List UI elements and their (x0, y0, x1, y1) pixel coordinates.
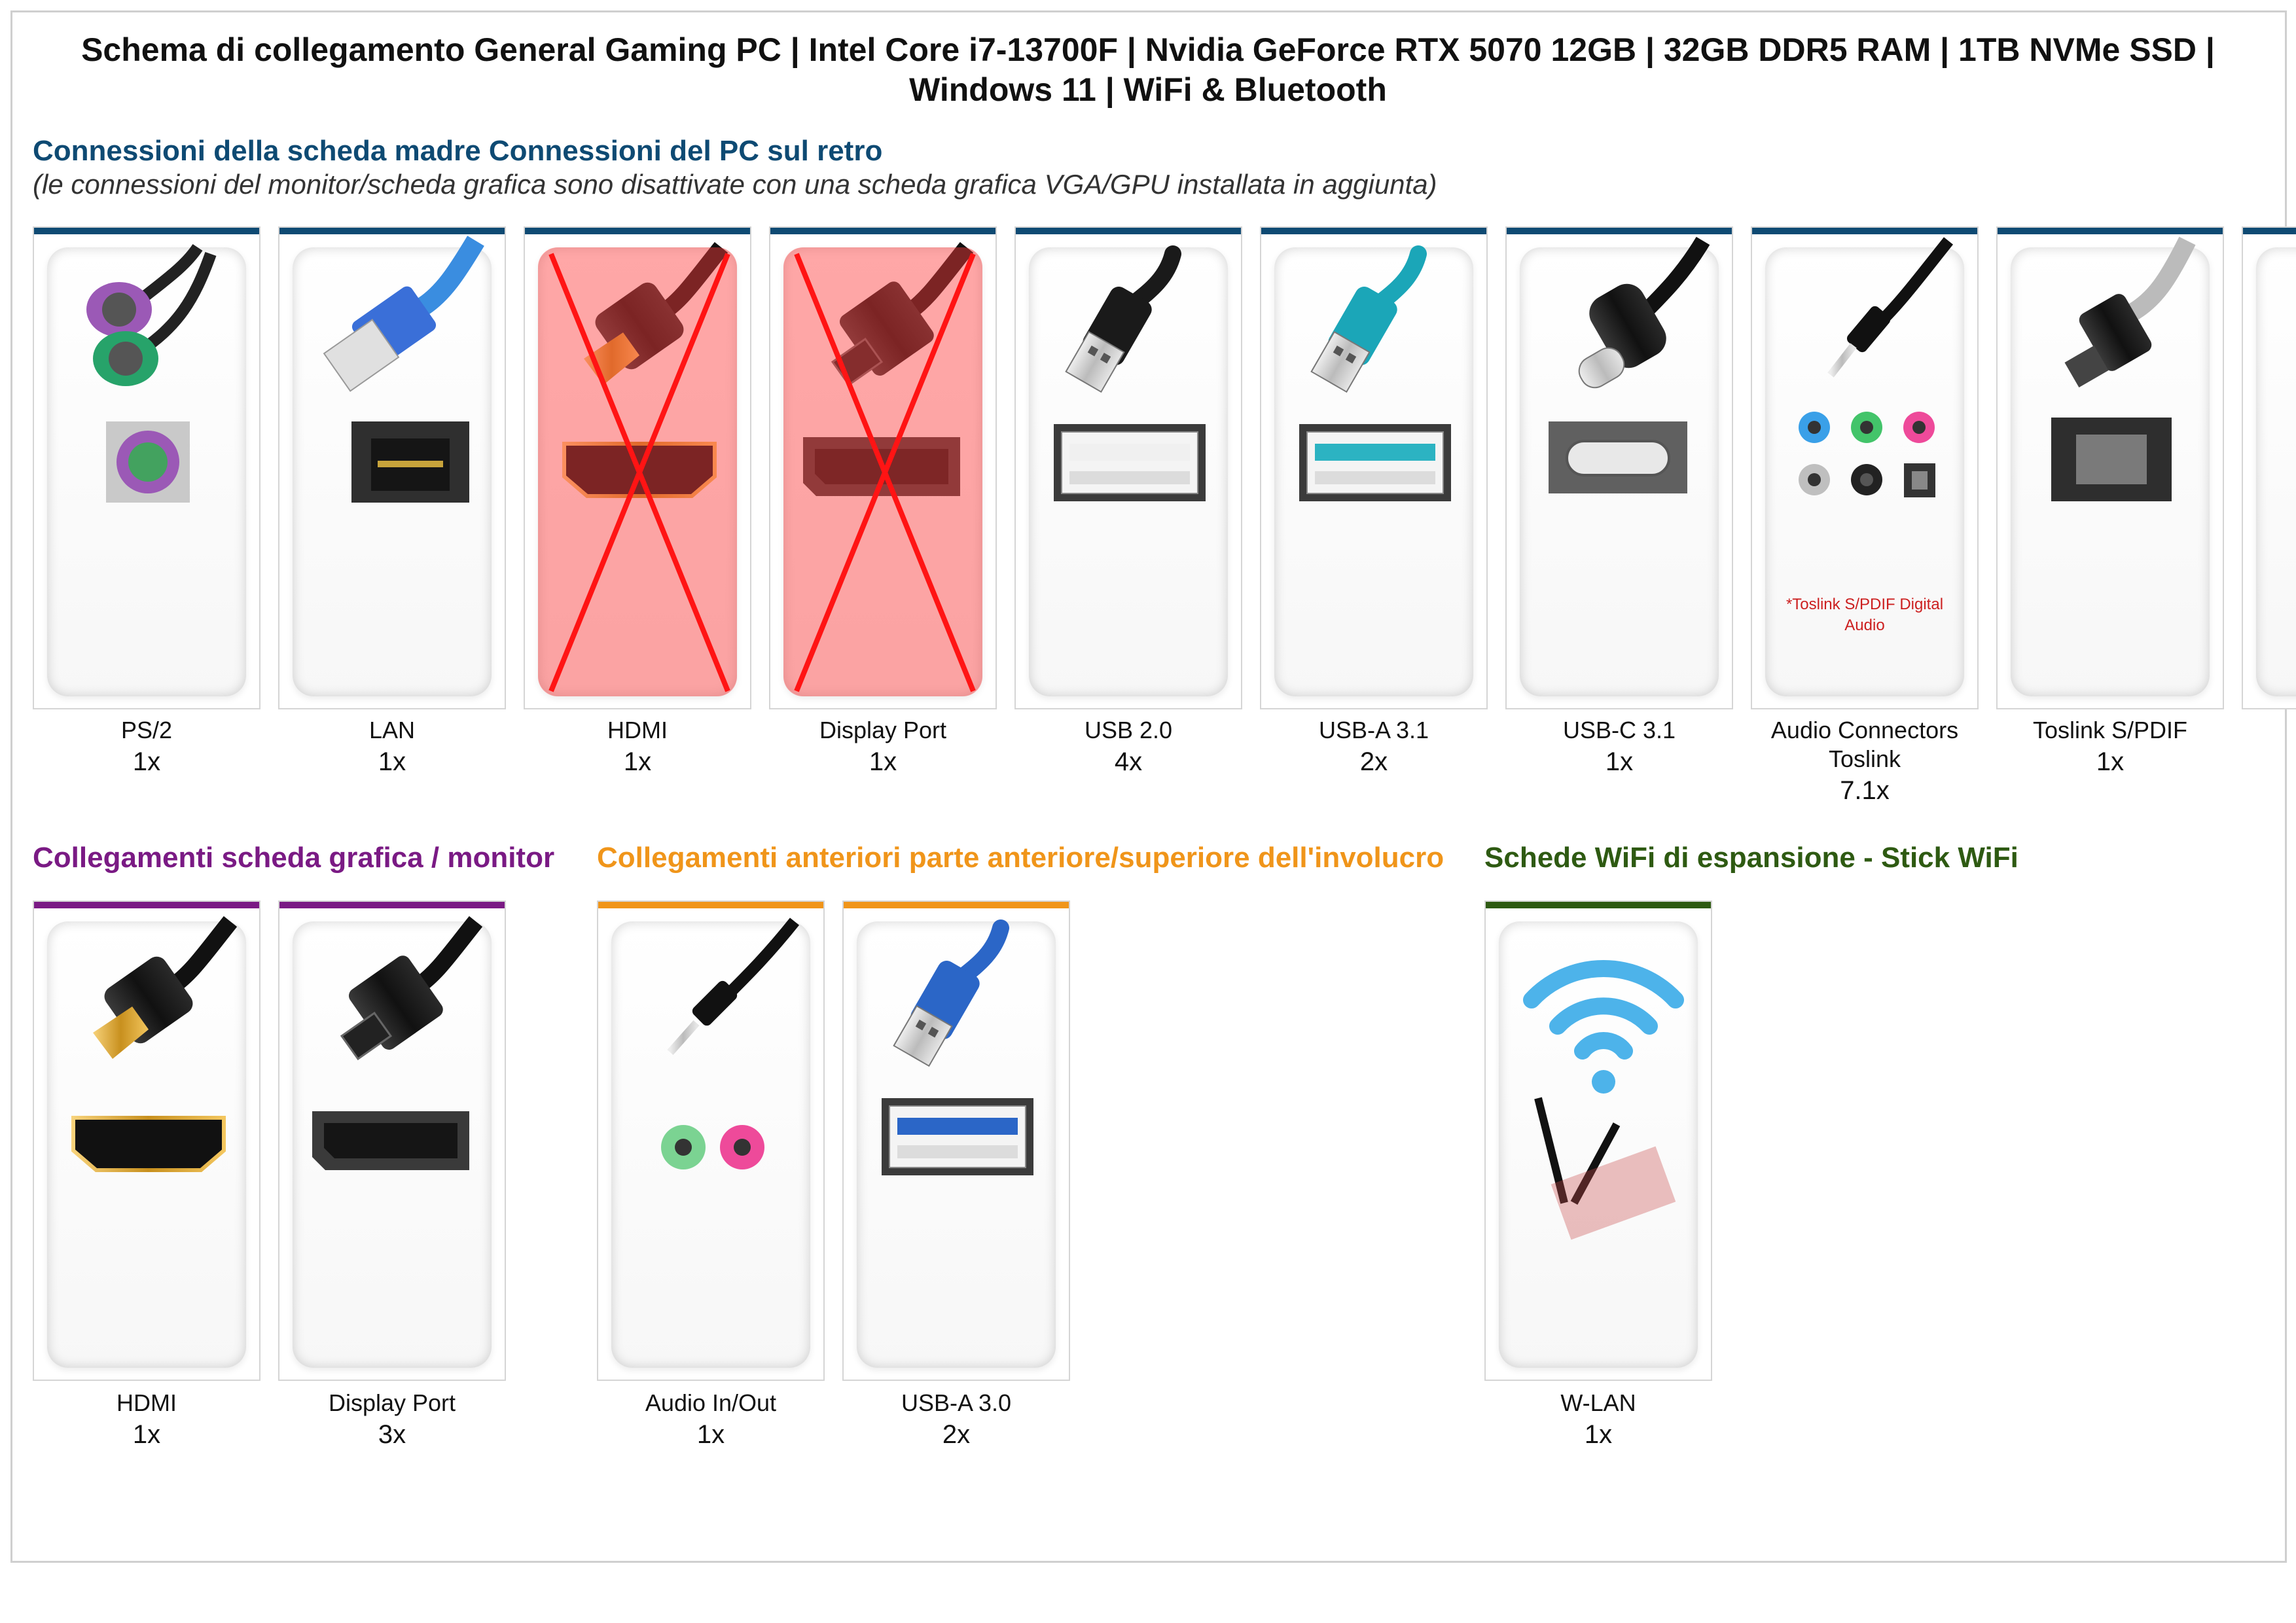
card-color-bar (1016, 228, 1241, 234)
connector-card-usb-c-3-1 (1505, 226, 1733, 709)
card-color-bar (279, 228, 505, 234)
connector-count: 1x (378, 747, 406, 776)
wifi-icon (1523, 960, 1684, 1240)
connector-count: 2x (942, 1420, 971, 1449)
toslink-icon (2051, 236, 2196, 501)
lan-rj45-icon (323, 236, 484, 503)
connector-card-audio-in-out (597, 901, 825, 1381)
audio-front-icon (661, 918, 800, 1169)
card-color-bar (1261, 228, 1486, 234)
page-frame (10, 10, 2287, 1563)
connector-count: 1x (2096, 747, 2125, 776)
connector-label: W-LAN (1560, 1389, 1636, 1416)
card-note: *Toslink S/PDIF Digital Audio (1785, 596, 1944, 634)
connector-label: LAN (368, 717, 416, 743)
card-color-bar (844, 902, 1069, 908)
card-color-bar (34, 902, 259, 908)
connector-count: 1x (696, 1420, 725, 1449)
card-color-bar (525, 228, 750, 234)
connector-count: 1x (1584, 1420, 1613, 1449)
connector-count: 1x (1605, 747, 1634, 776)
graphics-section-heading: Collegamenti scheda grafica / monitor (33, 842, 555, 874)
card-color-bar (2243, 228, 2296, 234)
motherboard-section-subheading: (le connessioni del monitor/scheda grafi… (33, 169, 1437, 200)
audio-jacks-icon (1799, 237, 1954, 497)
connector-label: Toslink S/PDIF (2032, 717, 2188, 743)
connector-label: Audio In/Out (645, 1389, 777, 1416)
usb-c-icon (1549, 236, 1710, 493)
connector-count: 1x (132, 747, 161, 776)
connector-card-partial (2242, 226, 2296, 709)
connector-card-usb-a-3-0 (842, 901, 1070, 1381)
connector-count: 2x (1359, 747, 1388, 776)
displayport-icon (312, 916, 483, 1170)
connector-count: 1x (132, 1420, 161, 1449)
connector-card-lan (278, 226, 506, 709)
usb-a-black-icon (1054, 245, 1206, 501)
connector-card-w-lan (1484, 901, 1712, 1381)
connector-label: USB 2.0 (1084, 717, 1173, 743)
connector-label: PS/2 (120, 717, 173, 743)
connector-card-ps-2 (33, 226, 260, 709)
ps2-connector-icon (86, 243, 217, 503)
connector-label: Display Port (328, 1389, 456, 1416)
card-panel (2256, 247, 2296, 696)
connector-label: USB-A 3.1 (1318, 717, 1429, 743)
card-color-bar (1507, 228, 1732, 234)
connector-count: 4x (1114, 747, 1143, 776)
usb-a-blue-icon (882, 919, 1033, 1175)
connector-card-audio-connectors-toslink: *Toslink S/PDIF Digital Audio (1751, 226, 1979, 709)
motherboard-section-heading: Connessioni della scheda madre Connessio… (33, 135, 883, 167)
card-color-bar (1752, 228, 1977, 234)
connector-card-usb-a-3-1 (1260, 226, 1488, 709)
card-color-bar (770, 228, 996, 234)
connector-label: HDMI (607, 717, 668, 743)
card-color-bar (34, 228, 259, 234)
connector-label: USB-C 3.1 (1562, 717, 1676, 743)
connector-card-display-port (278, 901, 506, 1381)
connector-label: USB-A 3.0 (901, 1389, 1012, 1416)
connector-label: Display Port (819, 717, 947, 743)
disabled-cross-icon (794, 253, 976, 692)
card-color-bar (598, 902, 823, 908)
connector-card-usb-2-0 (1014, 226, 1242, 709)
card-color-bar (1998, 228, 2223, 234)
front-section-heading: Collegamenti anteriori parte anteriore/s… (597, 842, 1444, 874)
connector-card-hdmi (33, 901, 260, 1381)
connector-card-display-port (769, 226, 997, 709)
connector-count: 1x (623, 747, 652, 776)
card-color-bar (279, 902, 505, 908)
page-title: Schema di collegamento General Gaming PC… (81, 31, 2215, 108)
connector-count: 7.1x (1840, 776, 1890, 805)
connector-card-toslink-s-pdif (1996, 226, 2224, 709)
connector-count: 3x (378, 1420, 406, 1449)
hdmi-icon (71, 916, 238, 1172)
connector-count: 1x (869, 747, 897, 776)
connector-label: HDMI (117, 1389, 177, 1416)
disabled-cross-icon (548, 253, 730, 692)
card-color-bar (1486, 902, 1711, 908)
wifi-section-heading: Schede WiFi di espansione - Stick WiFi (1484, 842, 2018, 874)
usb-a-teal-icon (1299, 245, 1451, 501)
connector-card-hdmi (524, 226, 751, 709)
connector-label: Audio Connectors Toslink (1770, 717, 1959, 772)
